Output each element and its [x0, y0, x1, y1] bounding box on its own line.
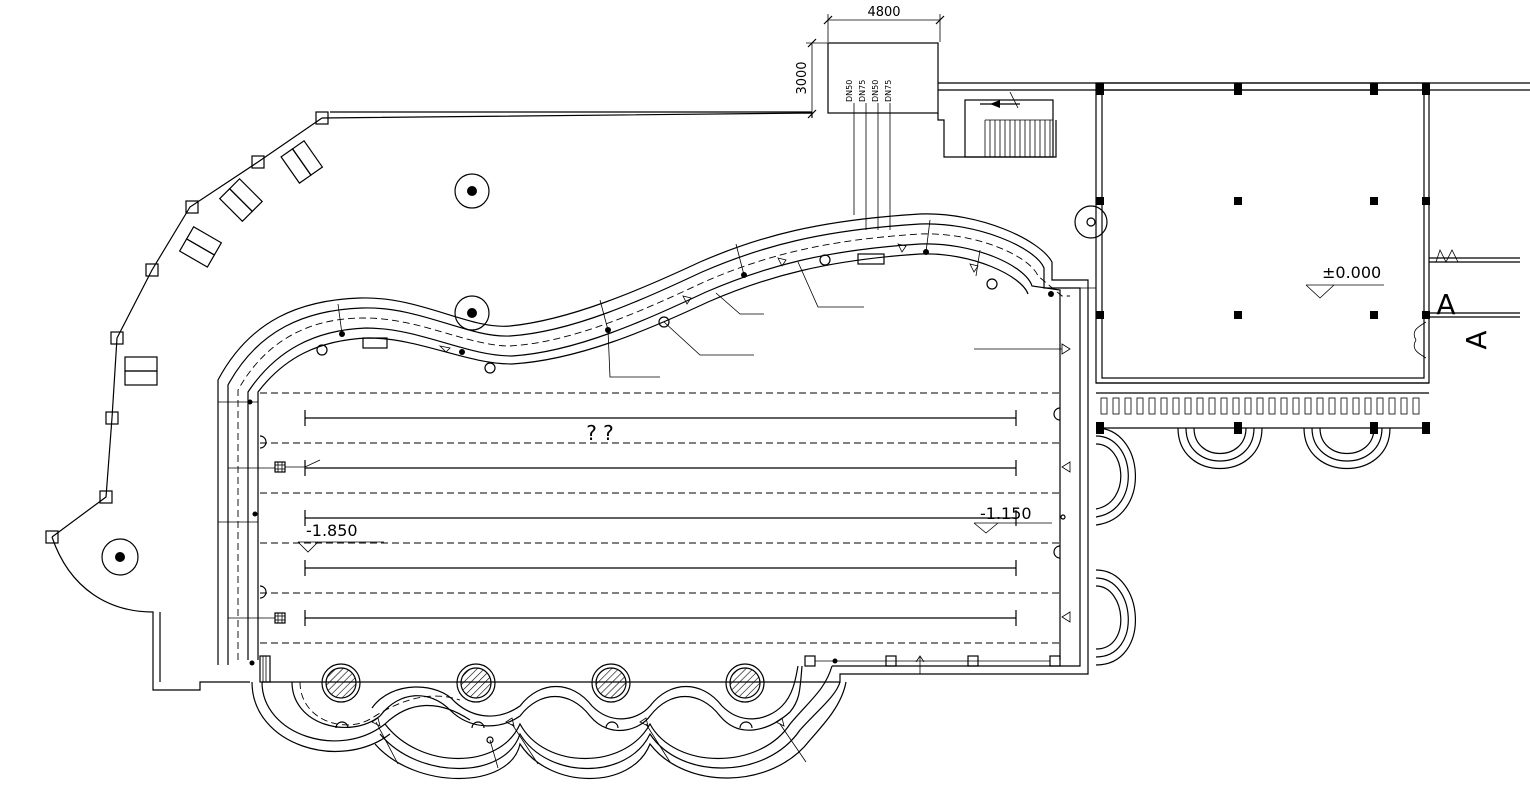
- section-mark-top: A: [1436, 288, 1455, 321]
- pipe-label-4: DN75: [884, 80, 893, 102]
- scalloped-edge: [251, 663, 847, 780]
- pool-basin: ? ?: [218, 392, 1071, 666]
- pool-coping: [217, 213, 1096, 683]
- width-dimension: 4800: [823, 5, 945, 42]
- leader-lines: [607, 261, 1071, 378]
- lounger-group: [124, 140, 324, 386]
- stair: [964, 91, 1054, 158]
- equipment-room: DN50 DN75 DN50 DN75: [827, 42, 939, 230]
- deck-features: [101, 173, 1108, 576]
- level-shallow-label: -1.150: [980, 504, 1032, 523]
- building-level-label: ±0.000: [1322, 263, 1381, 282]
- level-deep: -1.850: [297, 521, 384, 553]
- width-dimension-label: 4800: [867, 5, 900, 20]
- pipe-label-3: DN50: [871, 80, 880, 102]
- lane-lines: [304, 410, 1017, 626]
- pool-ladder: [259, 655, 271, 683]
- pipe-label-1: DN50: [845, 80, 854, 102]
- pipe-label-2: DN75: [858, 80, 867, 102]
- balustrade: [1100, 397, 1420, 415]
- section-mark-side: A: [1460, 330, 1493, 349]
- building: ±0.000: [1095, 82, 1430, 470]
- columns: [1096, 83, 1430, 434]
- right-edge-details: A A: [1413, 248, 1520, 359]
- site-boundary: [45, 82, 1530, 691]
- pipe-labels: DN50 DN75 DN50 DN75: [845, 80, 893, 102]
- side-bulges: [1095, 427, 1136, 666]
- deck-strip: [804, 655, 1061, 674]
- height-dimension: 3000: [795, 38, 828, 119]
- height-dimension-label: 3000: [795, 61, 810, 94]
- level-deep-label: -1.850: [306, 521, 358, 540]
- level-shallow: -1.150: [973, 504, 1052, 534]
- pool-label: ? ?: [586, 421, 614, 445]
